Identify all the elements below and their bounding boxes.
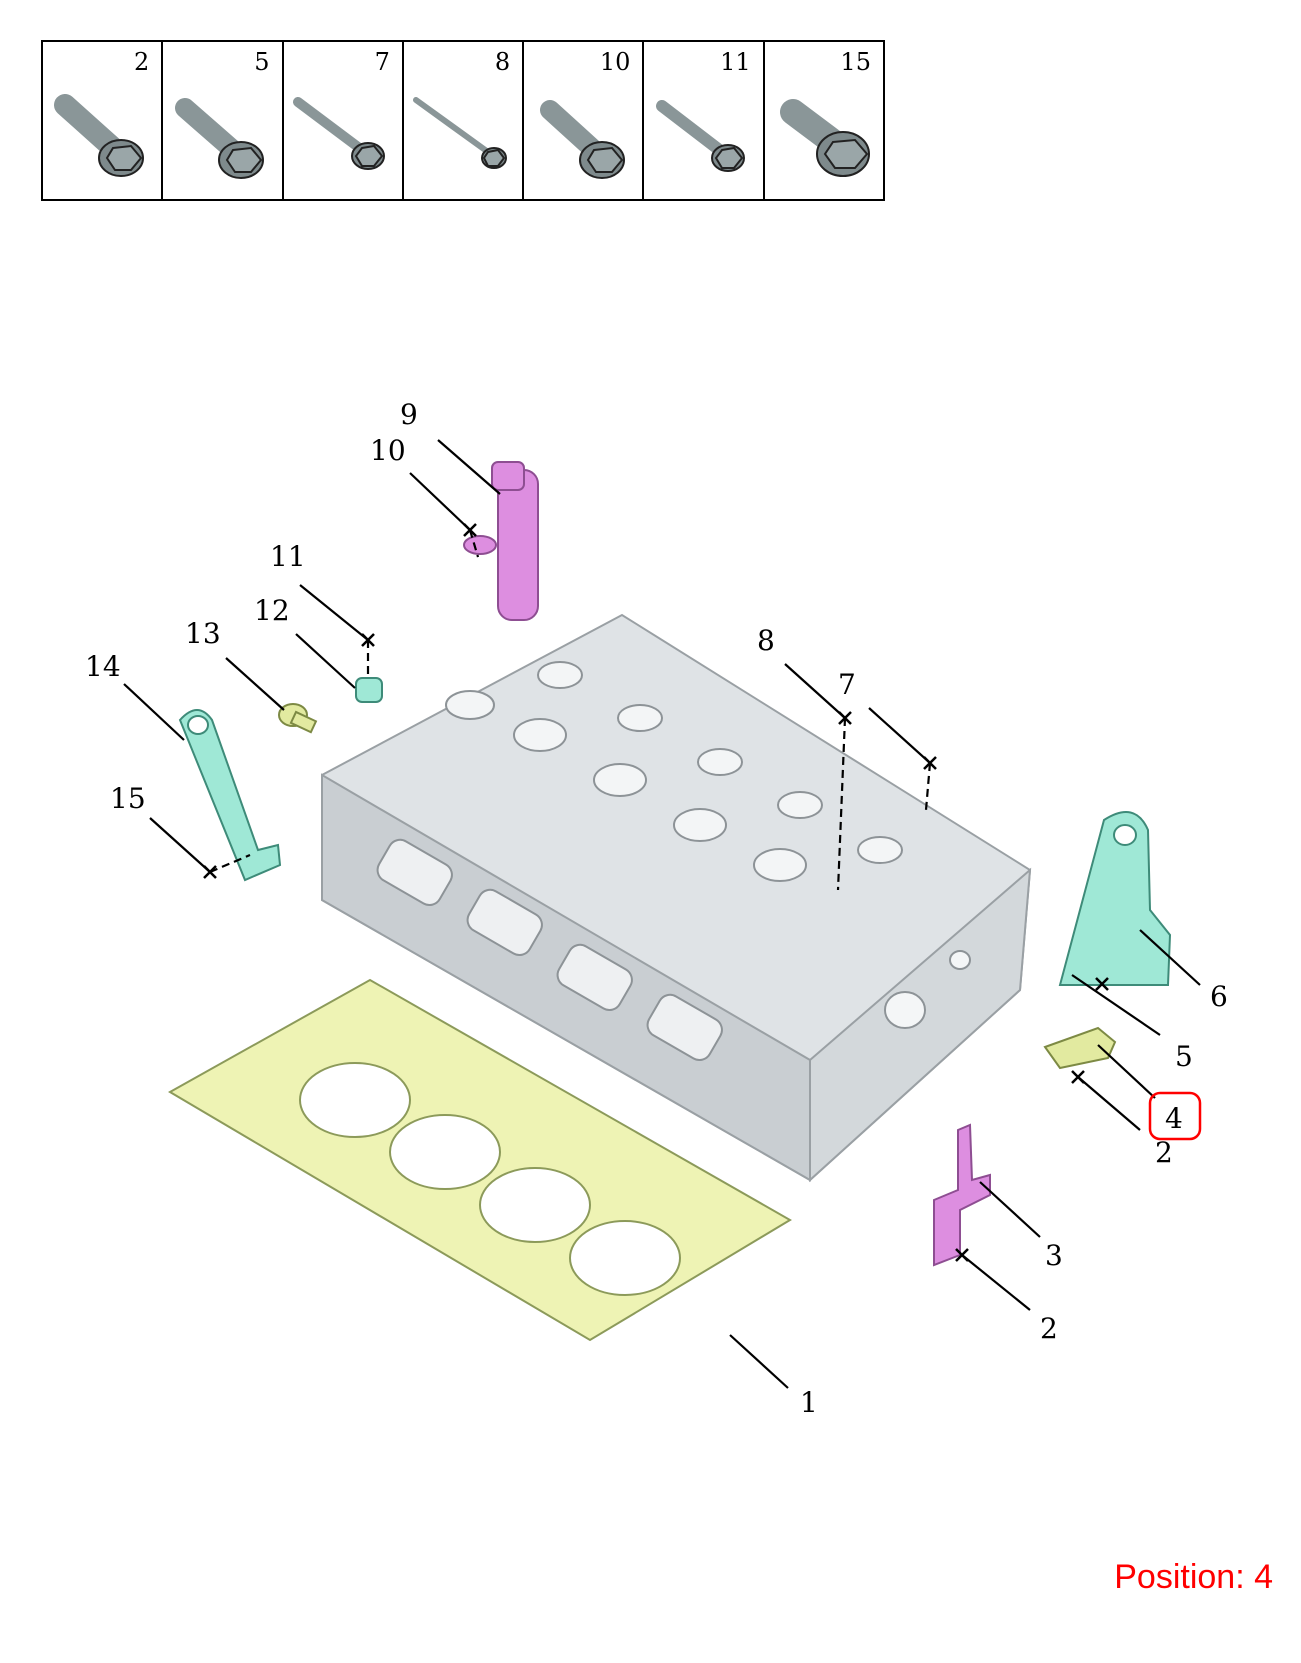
fastener-cell: 2 xyxy=(43,42,164,199)
fastener-table: 2 5 7 8 10 xyxy=(41,40,885,201)
fastener-number: 10 xyxy=(599,48,631,76)
flange-bolt-long-icon xyxy=(292,97,385,170)
leader-lines xyxy=(123,439,1201,1389)
flange-bolt-short-icon xyxy=(540,100,626,179)
fastener-cell: 8 xyxy=(404,42,525,199)
callout-15: 15 xyxy=(110,782,146,815)
fastener-number: 15 xyxy=(840,48,871,76)
head-gasket xyxy=(167,978,792,1342)
fastener-cell: 7 xyxy=(284,42,404,199)
callout-9: 9 xyxy=(400,398,418,431)
highlight-box xyxy=(1148,1091,1202,1141)
callout-4: 4 xyxy=(1165,1102,1183,1135)
flange-bolt-short-icon xyxy=(175,98,265,179)
fastener-cell: 10 xyxy=(524,42,645,199)
callout-11: 11 xyxy=(270,540,306,573)
fastener-markers xyxy=(203,523,1109,1262)
callout-12: 12 xyxy=(254,594,290,627)
callout-labels: 9 10 11 12 13 14 15 8 7 6 5 4 2 3 2 1 xyxy=(85,398,1228,1419)
fastener-number: 5 xyxy=(254,48,270,76)
callout-7: 7 xyxy=(838,668,856,701)
callout-13: 13 xyxy=(185,617,221,650)
mounting-bracket xyxy=(933,1123,991,1267)
callout-1: 1 xyxy=(800,1386,818,1419)
callout-8: 8 xyxy=(757,624,775,657)
lifting-bracket-right xyxy=(1058,811,1172,986)
position-label: Position: 4 xyxy=(1114,1558,1273,1596)
callout-5: 5 xyxy=(1175,1040,1193,1073)
oil-control-solenoid xyxy=(463,461,539,621)
fastener-cell: 15 xyxy=(765,42,883,199)
fastener-cell: 5 xyxy=(163,42,284,199)
spacer-sleeve xyxy=(355,677,383,703)
callout-2-lower: 2 xyxy=(1040,1312,1058,1345)
fastener-cell: 11 xyxy=(644,42,765,199)
fastener-number: 8 xyxy=(494,48,511,76)
flange-bolt-short-icon xyxy=(54,94,144,177)
callout-14: 14 xyxy=(85,650,121,683)
callout-2: 2 xyxy=(1155,1136,1173,1169)
flange-bolt-extra-long-icon xyxy=(412,97,507,169)
flange-bolt-large-icon xyxy=(779,99,870,177)
callout-10: 10 xyxy=(370,434,406,467)
plug-fitting xyxy=(278,703,318,734)
cylinder-head xyxy=(321,613,1032,1183)
callout-3: 3 xyxy=(1045,1239,1063,1272)
lifting-bracket-left xyxy=(178,709,282,882)
fastener-number: 2 xyxy=(134,48,150,76)
flange-bolt-medium-icon xyxy=(656,100,746,172)
callout-6: 6 xyxy=(1210,980,1228,1013)
fastener-number: 11 xyxy=(720,48,751,76)
small-bracket xyxy=(1043,1026,1117,1070)
fastener-number: 7 xyxy=(374,48,390,76)
